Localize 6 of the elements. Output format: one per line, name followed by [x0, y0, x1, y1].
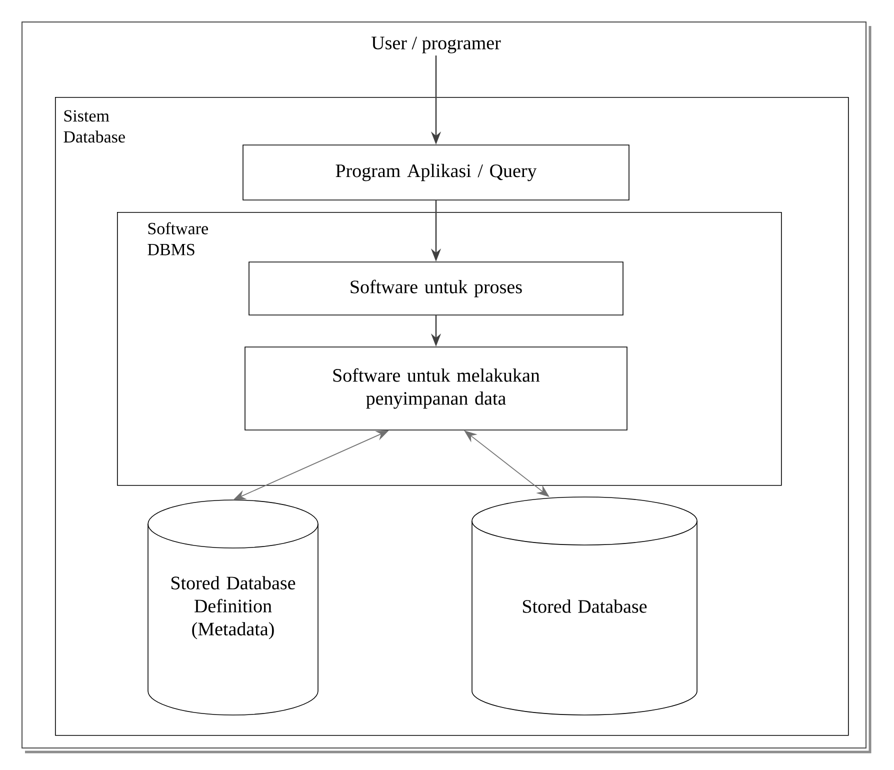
database-cylinder: Stored Database — [472, 496, 698, 716]
process-box: Software untuk melakukan penyimpanan data — [244, 346, 628, 430]
database-cylinder: Stored Database Definition (Metadata) — [148, 500, 318, 716]
actor-label: User / programer — [372, 36, 501, 54]
process-box: Software untuk proses — [248, 262, 624, 316]
process-box: Program Aplikasi / Query — [242, 144, 630, 200]
